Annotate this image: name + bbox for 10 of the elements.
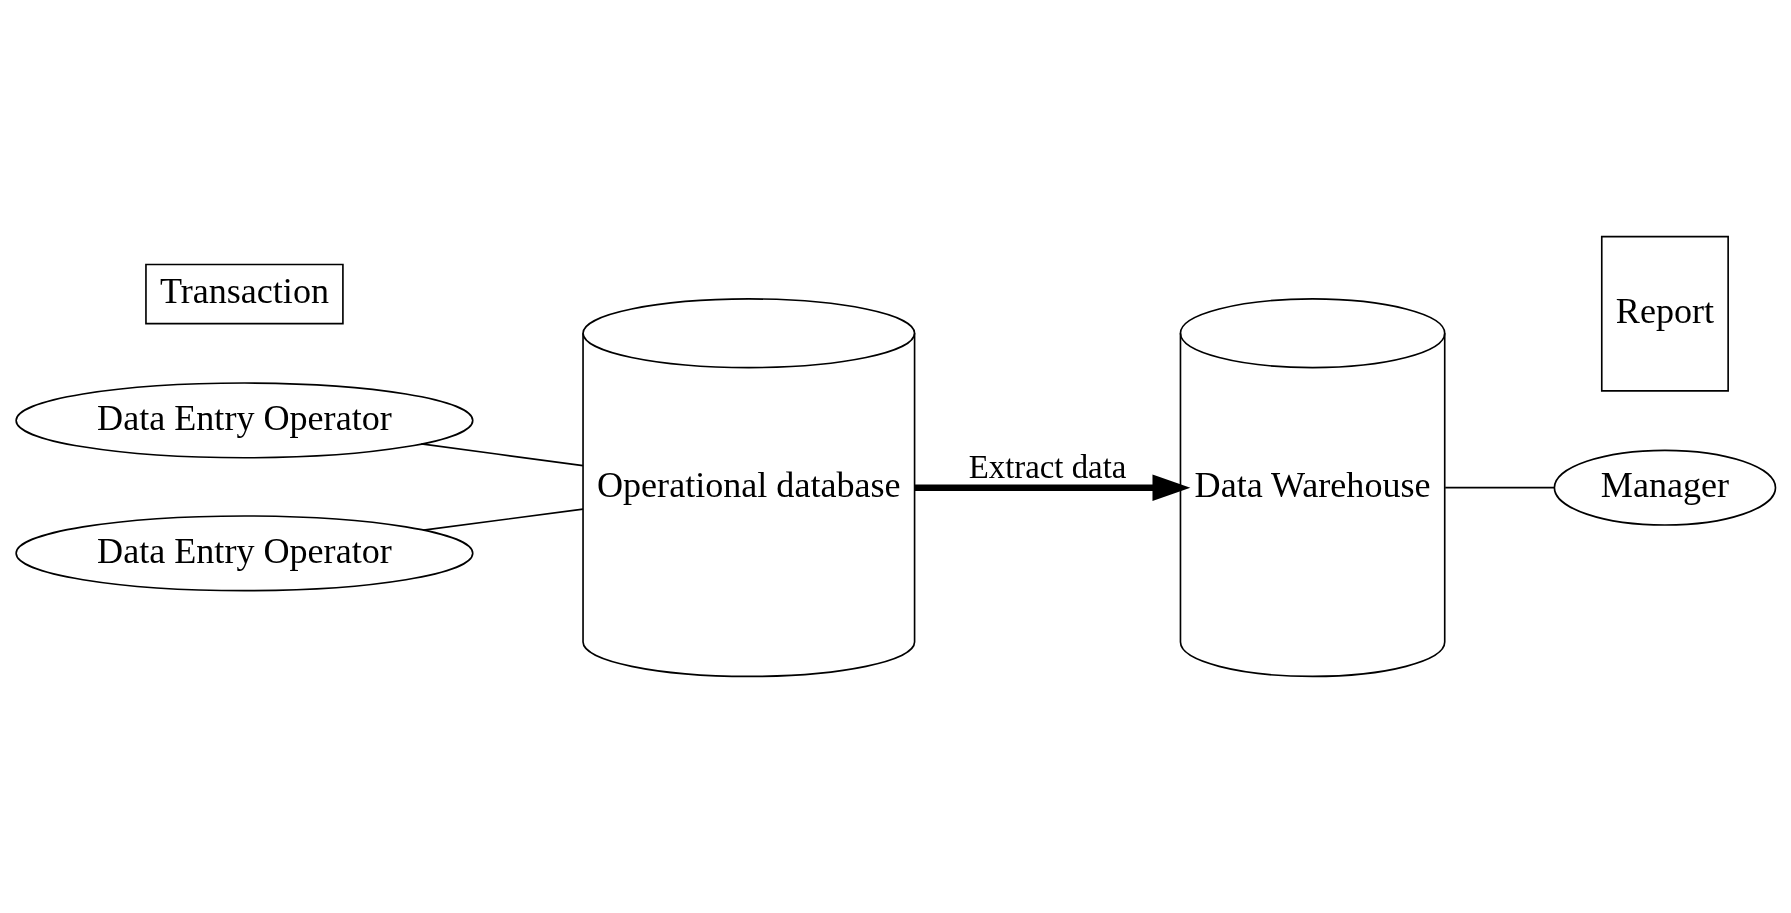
edge-label: Extract data bbox=[968, 448, 1127, 485]
connector bbox=[422, 508, 584, 531]
connector bbox=[1444, 486, 1556, 489]
node-ellipse: Manager bbox=[1553, 449, 1777, 526]
arrow bbox=[914, 474, 1191, 501]
node-ellipse: Data Entry Operator bbox=[15, 382, 474, 459]
node-box: Transaction bbox=[145, 263, 344, 325]
node-box: Report bbox=[1600, 235, 1729, 392]
node-ellipse: Data Entry Operator bbox=[15, 515, 474, 592]
connector bbox=[420, 443, 584, 467]
